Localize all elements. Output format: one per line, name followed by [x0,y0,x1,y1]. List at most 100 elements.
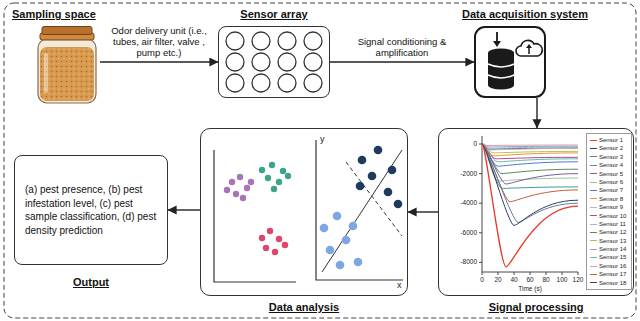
green-cluster [259,167,265,173]
sensor-array-grid [304,74,322,92]
legend-line-sample [590,140,597,141]
red-cluster [267,228,273,234]
legend-line-sample [590,182,597,183]
sensor-curves [482,144,578,156]
sensor-array-grid [226,53,244,71]
legend-row: Sensor 13 [590,237,628,245]
sensor-array-grid [278,53,296,71]
legend-text: Sensor 5 [599,170,623,178]
purple-cluster [233,191,239,197]
legend-text: Sensor 2 [599,144,623,152]
axis-tick-label: 0 [473,140,477,147]
legend-line-sample [590,148,597,149]
label-holder: -8000 [460,259,477,266]
legend-line-sample [590,215,597,216]
chart-axes [479,144,482,262]
legend-row: Sensor 8 [590,195,628,203]
lightblue-cluster [320,212,363,270]
flow-arrow [100,61,218,62]
axis-tick-label: -4000 [460,200,477,207]
sensor-array-grid [278,74,296,92]
sensor-array-grid [252,74,270,92]
legend-row: Sensor 16 [590,262,628,270]
purple-cluster [244,185,250,191]
sensor-curves [482,144,578,149]
edge-label-holder: Odor delivery unit (i.e., tubes, air fil… [103,25,215,58]
analysis-panel: Data analysis [200,128,408,314]
axis-tick-label: -2000 [460,170,477,177]
axis-tick-label: 40 [510,276,517,283]
legend-line-sample [590,224,597,225]
sensor-curves [482,144,578,146]
label-holder: x [397,281,402,291]
legend-line-sample [590,207,597,208]
label-holder: y [320,135,325,145]
legend-text: Sensor 8 [599,195,623,203]
purple-cluster [240,195,246,201]
navy-cluster [358,156,367,165]
legend-text: Sensor 14 [599,245,626,253]
sensor-curves [482,144,578,174]
legend-row: Sensor 10 [590,212,628,220]
edge-label: Odor delivery unit (i.e., tubes, air fil… [103,25,215,58]
green-cluster [271,186,277,192]
legend-text: Sensor 11 [599,220,626,228]
label-holder: 100 [557,276,568,283]
axis-tick-label: -8000 [460,259,477,266]
axis-tick-label: 100 [557,276,568,283]
label-holder: 0 [473,140,477,147]
flow-arrow [168,209,200,210]
sensor-array-box: Sensor array [212,7,336,98]
axis-tick-label: Time (s) [518,285,542,292]
lightblue-cluster [333,212,342,221]
purple-cluster [248,179,254,185]
legend-text: Sensor 18 [599,279,626,287]
label-holder: -2000 [460,170,477,177]
jar-illustration [40,47,94,101]
green-cluster [285,173,291,179]
red-cluster [272,249,278,255]
navy-cluster [356,182,365,191]
jar-illustration [38,39,96,103]
label-holder: 20 [494,276,501,283]
sensor-array-grid [278,32,296,50]
body-text: (a) pest presence, (b) pest infestation … [25,183,157,237]
database-icon [528,47,530,54]
legend-line-sample [590,282,597,283]
legend-text: Sensor 9 [599,203,623,211]
database-icon [488,32,542,90]
legend-line-sample [590,274,597,275]
legend-row: Sensor 17 [590,270,628,278]
label-holder: 80 [542,276,549,283]
purple-cluster [237,174,243,180]
legend-row: Sensor 12 [590,228,628,236]
heading-label: Signal processing [438,300,634,314]
legend-line-sample [590,257,597,258]
sensor-curves [482,144,578,162]
jar-illustration [44,53,48,93]
scatter-plots [346,162,402,236]
database-icon [526,44,532,48]
red-cluster [259,228,288,255]
legend-line-sample [590,156,597,157]
jar-illustration [42,27,92,35]
lightblue-cluster [336,261,345,270]
legend-row: Sensor 7 [590,186,628,194]
axis-label: y [320,135,325,145]
lightblue-cluster [354,258,363,267]
legend-text: Sensor 12 [599,228,626,236]
sensor-array-grid [226,32,244,50]
red-cluster [259,235,265,241]
lightblue-cluster [320,224,329,233]
sensor-curves [482,144,578,150]
navy-cluster [368,172,377,181]
legend-text: Sensor 13 [599,237,626,245]
node-shape [36,26,100,104]
green-cluster [259,162,291,192]
database-icon [488,75,514,78]
red-cluster [263,245,269,251]
daq-icon-box: Data acquisition system [462,7,634,98]
legend-line-sample [590,249,597,250]
legend-line-sample [590,198,597,199]
